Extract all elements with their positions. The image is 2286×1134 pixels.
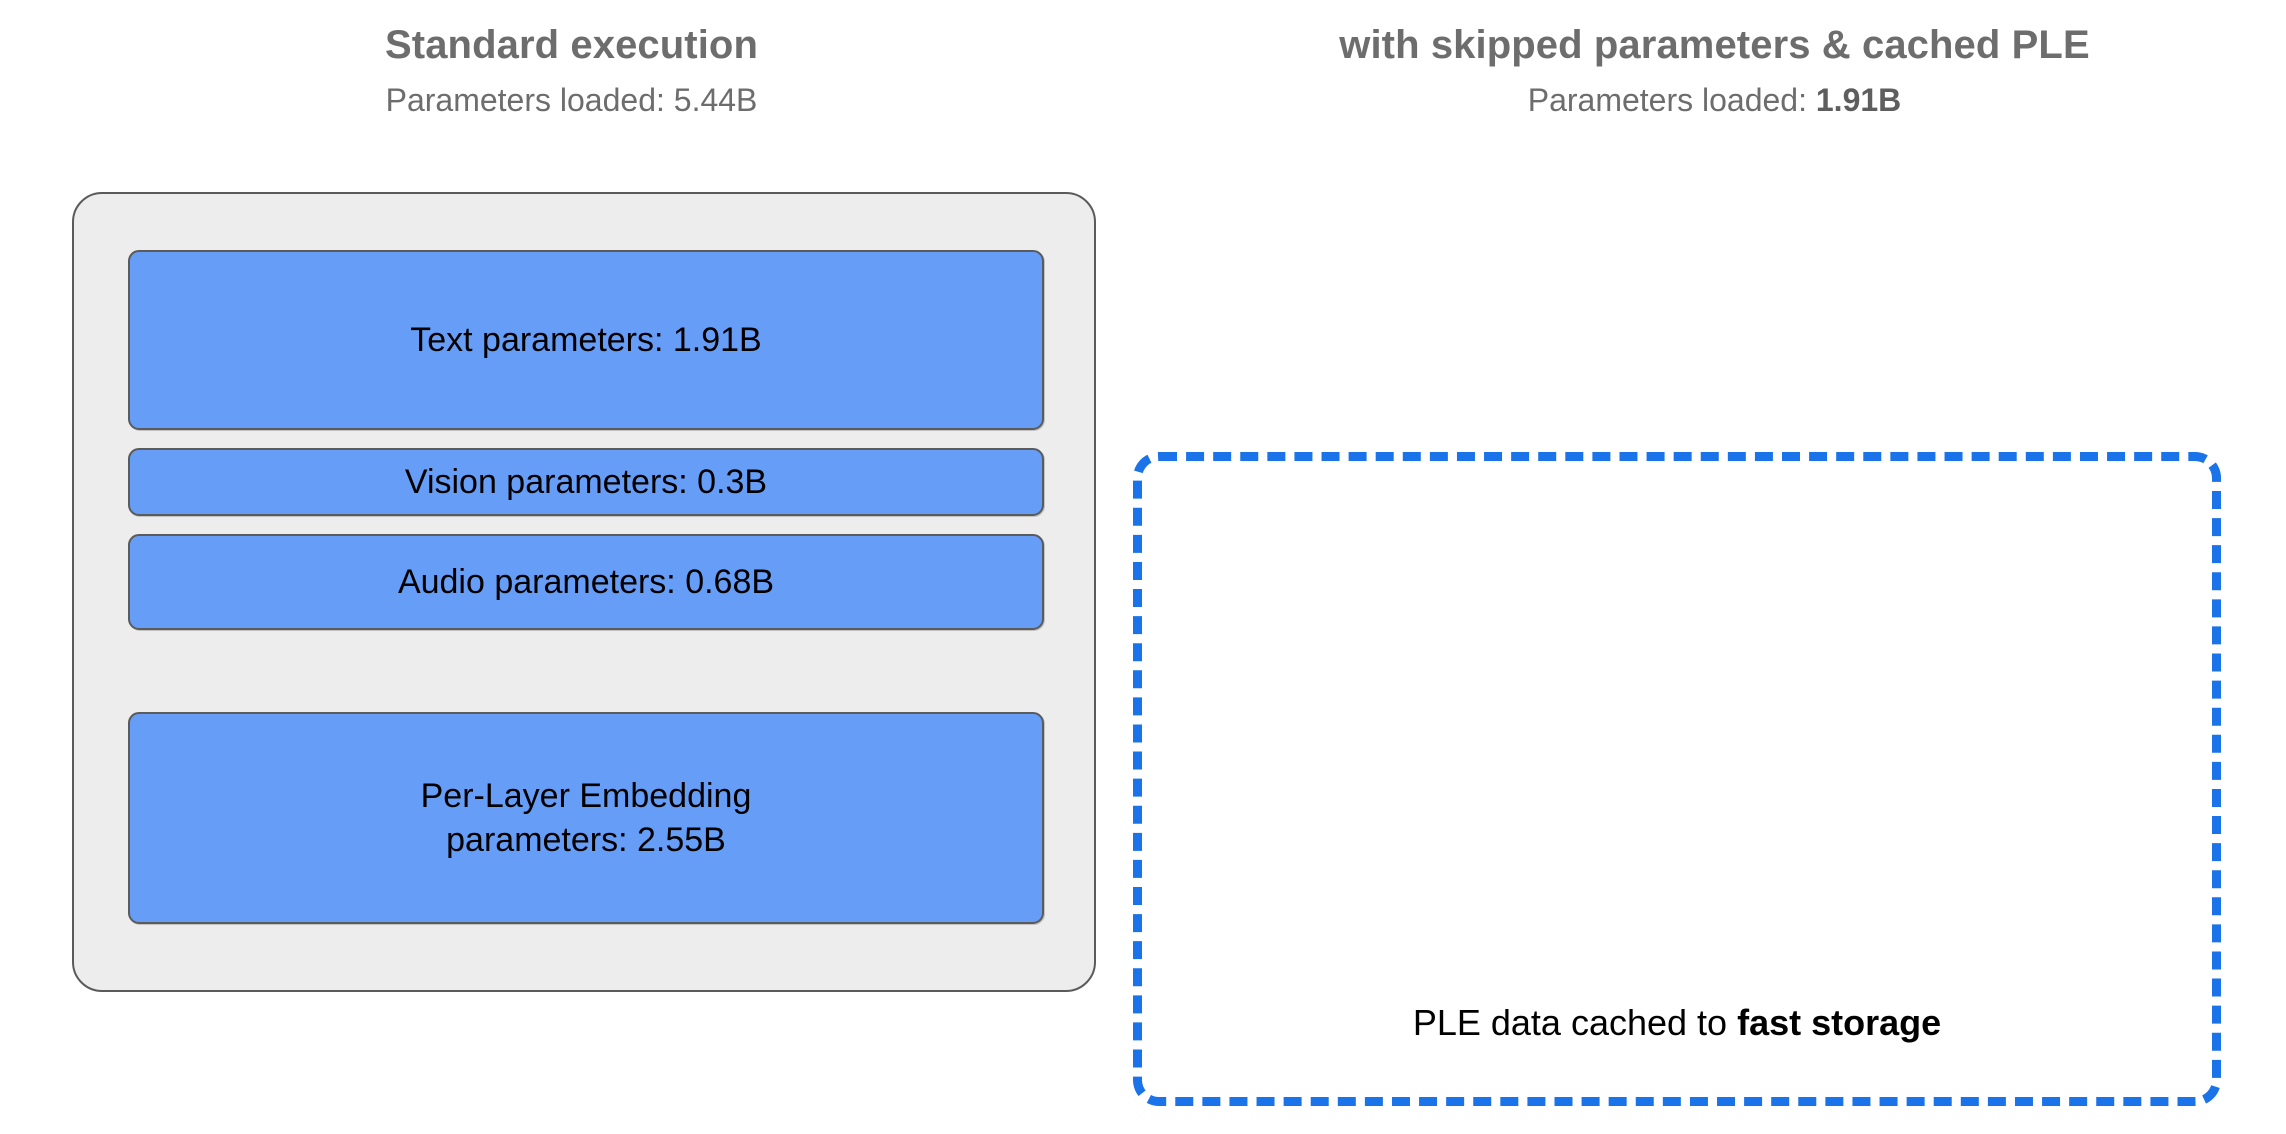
column-header-standard: Standard execution Parameters loaded: 5.… xyxy=(0,22,1143,120)
column-title-skipped-cached: with skipped parameters & cached PLE xyxy=(1339,23,2090,67)
param-block-audio-standard[interactable]: Audio parameters: 0.68B xyxy=(128,534,1044,630)
param-block-ple-standard-line1: Per-Layer Embedding xyxy=(420,777,752,815)
param-block-audio-standard-label: Audio parameters: 0.68B xyxy=(397,563,775,601)
param-block-ple-standard-label: Per-Layer Embedding parameters: 2.55B xyxy=(421,774,752,862)
column-header-skipped-cached: with skipped parameters & cached PLE Par… xyxy=(1143,22,2286,120)
subtitle-value-standard: 5.44B xyxy=(673,82,758,118)
param-block-text-standard[interactable]: Text parameters: 1.91B xyxy=(128,250,1044,430)
param-block-vision-standard-label: Vision parameters: 0.3B xyxy=(404,463,768,501)
cache-caption-emphasis: fast storage xyxy=(1737,1002,1942,1043)
column-subtitle-skipped-cached: Parameters loaded: 1.91B xyxy=(1143,80,2286,120)
param-block-vision-standard[interactable]: Vision parameters: 0.3B xyxy=(128,448,1044,516)
parameter-panel-standard: Text parameters: 1.91B Vision parameters… xyxy=(72,192,1096,992)
subtitle-value-skipped-cached: 1.91B xyxy=(1815,82,1902,118)
column-standard-execution: Standard execution Parameters loaded: 5.… xyxy=(0,22,1143,992)
param-block-ple-standard-line2: parameters: 2.55B xyxy=(446,821,726,859)
column-title-standard: Standard execution xyxy=(385,23,758,67)
subtitle-label-skipped-cached: Parameters loaded: xyxy=(1527,82,1816,118)
cache-caption: PLE data cached to fast storage xyxy=(1133,1000,2221,1046)
param-block-ple-standard[interactable]: Per-Layer Embedding parameters: 2.55B xyxy=(128,712,1044,924)
param-block-text-standard-label: Text parameters: 1.91B xyxy=(410,321,762,359)
cache-caption-prefix: PLE data cached to xyxy=(1412,1002,1738,1043)
subtitle-label-standard: Parameters loaded: xyxy=(385,82,674,118)
column-skipped-cached: with skipped parameters & cached PLE Par… xyxy=(1143,0,2286,1134)
column-subtitle-standard: Parameters loaded: 5.44B xyxy=(0,80,1143,120)
